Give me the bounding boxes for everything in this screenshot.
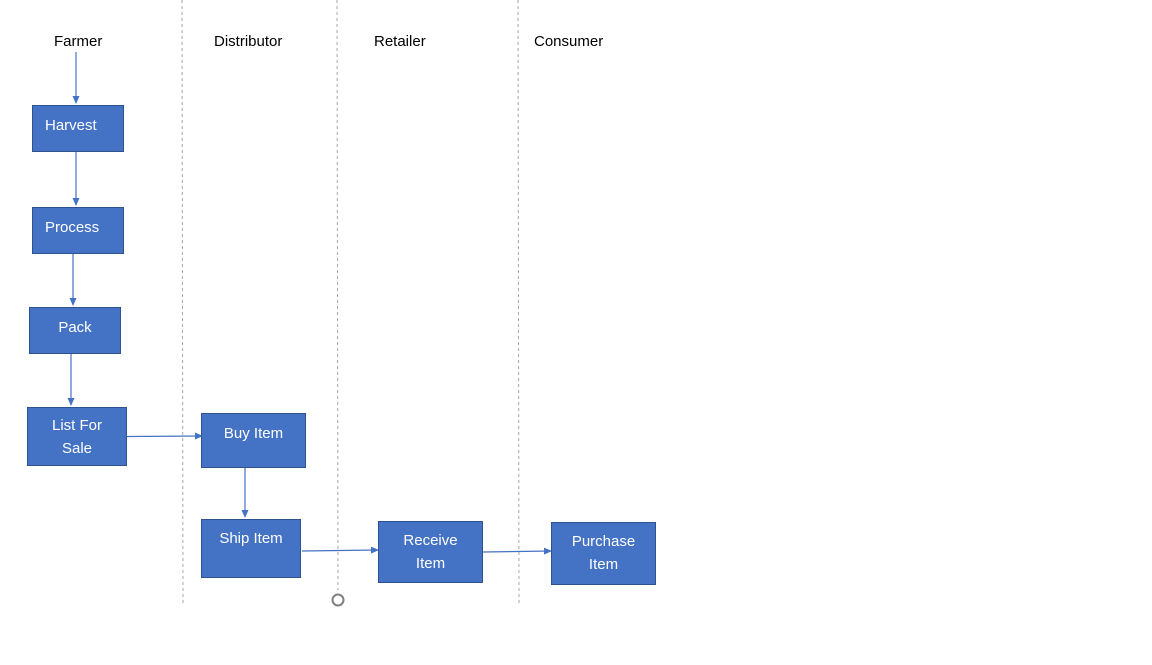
node-label: List For Sale [51, 417, 102, 457]
node-label: Buy Item [223, 425, 284, 442]
node-purchase-item[interactable]: Purchase Item [551, 522, 656, 585]
node-label: Purchase Item [571, 533, 636, 573]
node-ship-item[interactable]: Ship Item [201, 519, 301, 578]
lane-divider [181, 0, 184, 606]
node-receive-item[interactable]: Receive Item [378, 521, 483, 583]
node-list-for-sale[interactable]: List For Sale [27, 407, 127, 466]
node-pack[interactable]: Pack [29, 307, 121, 354]
lane-header-consumer: Consumer [534, 33, 604, 50]
lane-header-distributor: Distributor [214, 33, 283, 50]
lane-header-retailer: Retailer [374, 33, 426, 50]
connector-ship-item-to-receive-item [301, 546, 379, 554]
connector-receive-item-to-purchase-item [482, 547, 552, 555]
connector-list-for-sale-to-buy-item [126, 432, 203, 440]
lane-divider [336, 0, 339, 591]
connector-endpoint-handle[interactable] [331, 593, 345, 607]
node-label: Ship Item [219, 530, 283, 547]
lane-divider [517, 0, 520, 606]
lane-header-farmer: Farmer [54, 33, 103, 50]
node-harvest[interactable]: Harvest [32, 105, 124, 152]
node-label: Harvest [45, 117, 97, 134]
node-label: Receive Item [403, 532, 458, 572]
node-label: Process [45, 219, 100, 236]
node-buy-item[interactable]: Buy Item [201, 413, 306, 468]
node-process[interactable]: Process [32, 207, 124, 254]
node-label: Pack [58, 319, 92, 336]
